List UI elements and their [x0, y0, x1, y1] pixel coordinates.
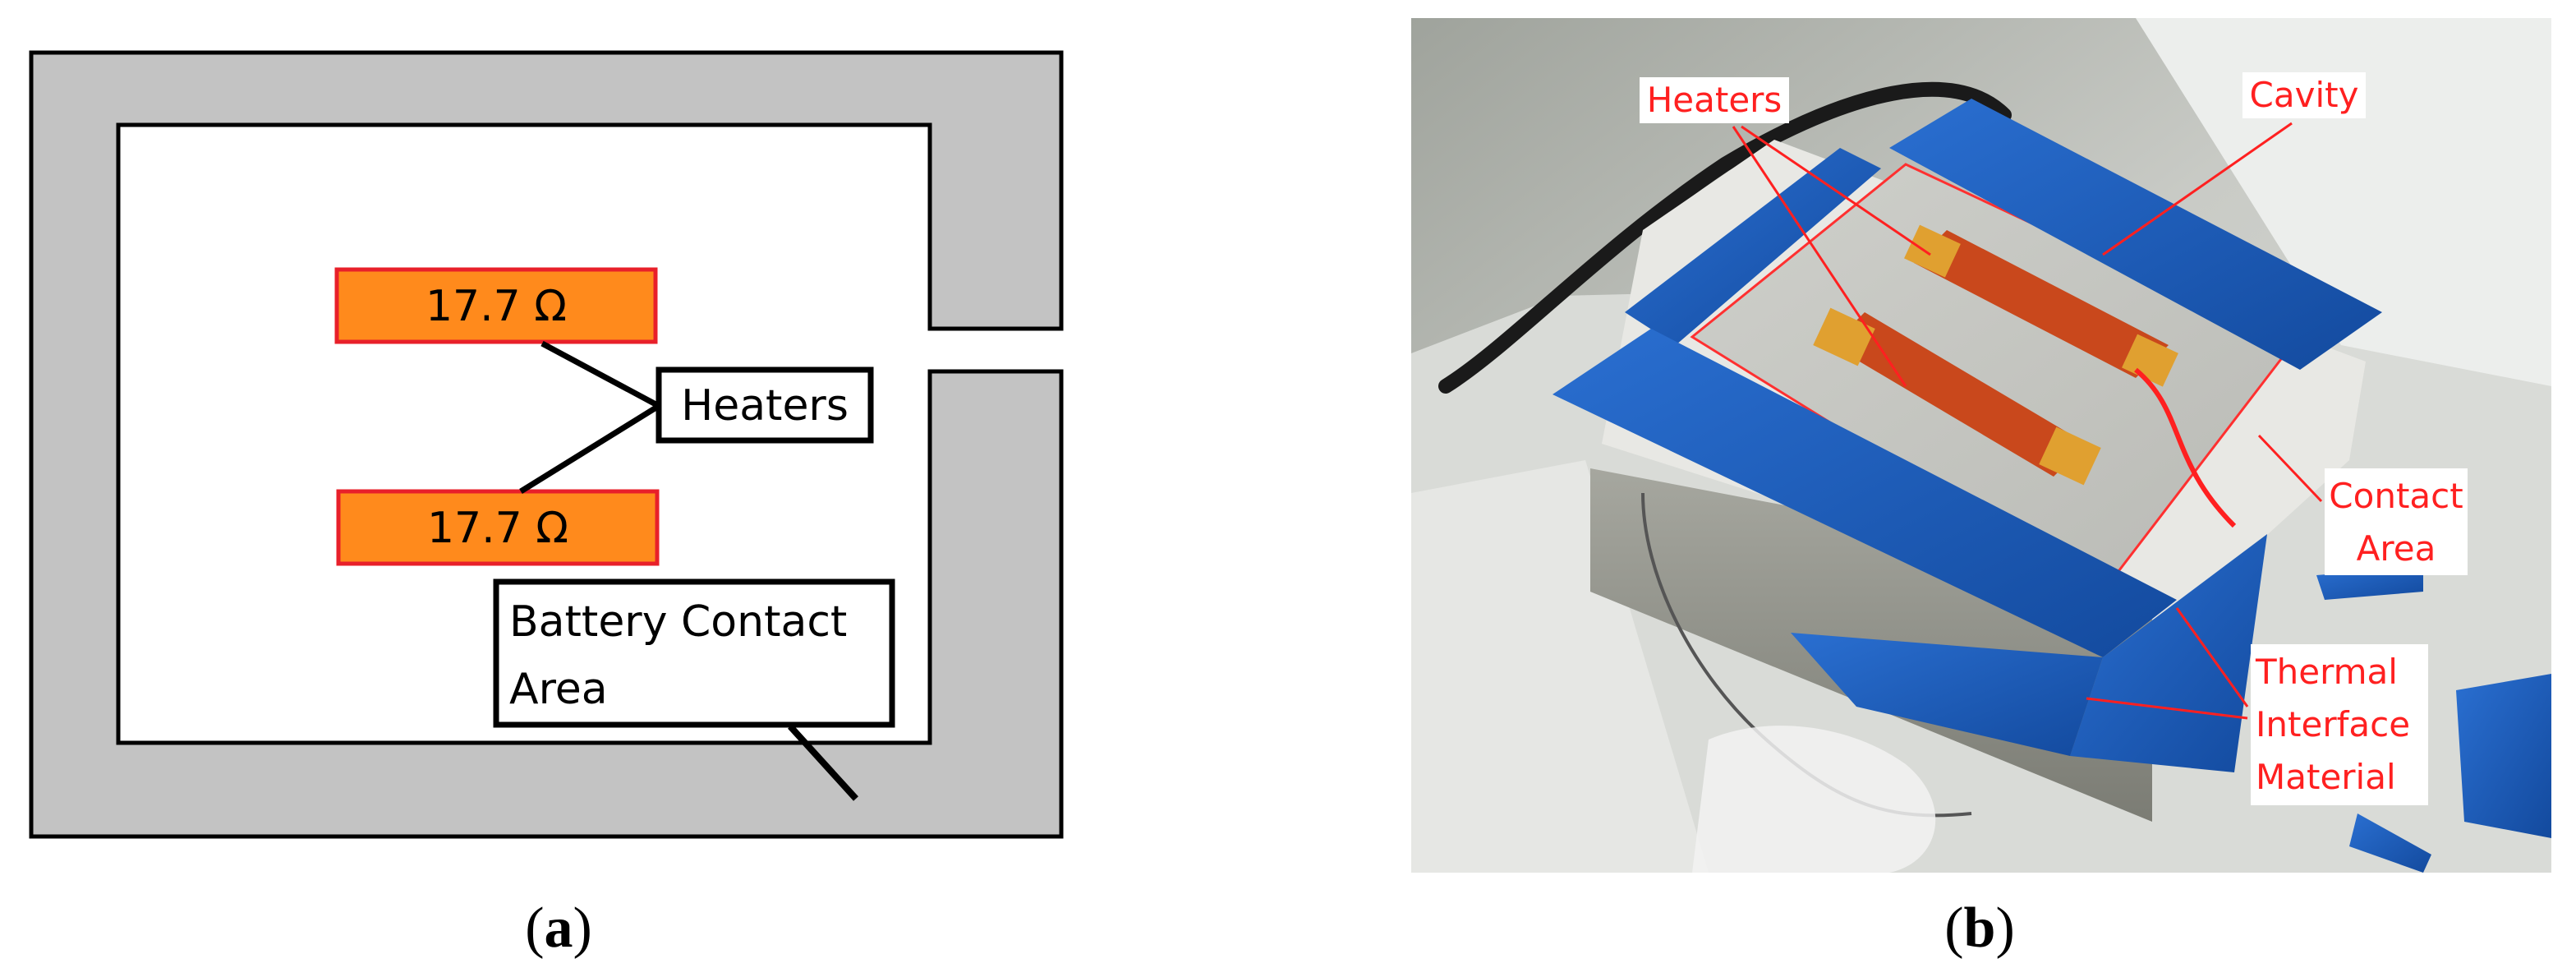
photo-cavity-label-box [2242, 72, 2366, 118]
photo-contact-label-box [2325, 468, 2468, 575]
photo-contact-leader [2257, 434, 2323, 503]
photo-heaters-label: Heaters [1647, 80, 1782, 120]
heater-strip-2 [1813, 307, 2101, 486]
loose-pad-2 [2456, 674, 2551, 838]
caption-b: (b) [1944, 896, 2015, 960]
battery-label-line2: Area [509, 665, 608, 714]
cloth-area [2136, 18, 2551, 386]
photo-cavity-leader [2102, 122, 2293, 256]
svg-text:(b): (b) [1944, 896, 2015, 960]
heaters-label-box [656, 366, 874, 444]
photo-tim-line2: Interface [2256, 704, 2410, 744]
battery-label-box [493, 578, 895, 728]
tim-pad-top [1889, 99, 2382, 370]
photo-heaters-leader-1 [1741, 125, 1931, 256]
heater-top [334, 267, 658, 344]
svg-text:(a): (a) [525, 896, 592, 960]
heater-wire [2134, 367, 2237, 528]
tim-pad-bottom [2070, 534, 2267, 772]
caption-b-close: ) [1995, 896, 2014, 960]
photo-contact-line2: Area [2357, 528, 2436, 569]
heater-strip-1 [1904, 224, 2178, 387]
caption-b-letter: b [1964, 896, 1996, 960]
photo-tim-label-box [2251, 644, 2428, 805]
tim-pad-front [1791, 633, 2103, 756]
panel-b-photo: Heaters Cavity Contact Area Thermal Inte… [1411, 18, 2551, 873]
photo-contact-line1: Contact [2329, 476, 2463, 516]
black-cable [1438, 81, 2012, 394]
heaters-label: Heaters [681, 381, 849, 431]
caption-a: (a) [525, 896, 592, 960]
photo-tim-line1: Thermal [2255, 652, 2398, 692]
heater-top-value: 17.7 Ω [426, 282, 567, 331]
tim-pad-left [1552, 329, 2177, 657]
battery-label-line1: Battery Contact [509, 597, 847, 647]
photo-heaters-label-box [1640, 77, 1789, 123]
photo-tim-line3: Material [2256, 757, 2396, 797]
tim-pad-top-left [1625, 148, 1881, 345]
tile-area [1411, 460, 1709, 873]
caption-a-close: ) [573, 896, 592, 960]
plastic-bag [1692, 726, 1936, 873]
heater-bottom [336, 489, 660, 566]
contact-area-frame [29, 50, 1064, 839]
heater-top-leader [540, 340, 660, 409]
caption-b-open: ( [1944, 896, 1963, 960]
loose-pad-3 [2349, 813, 2431, 873]
battery-label-leader [788, 724, 858, 801]
caption-a-letter: a [545, 896, 573, 960]
photo-tim-leader-2 [2086, 697, 2248, 720]
heater-bottom-value: 17.7 Ω [427, 504, 568, 553]
caption-a-open: ( [525, 896, 544, 960]
photo-cavity-label: Cavity [2250, 75, 2359, 115]
panel-a-schematic: 17.7 Ω 17.7 Ω Heaters Battery Contact Ar… [29, 50, 1064, 839]
photo-heaters-leader-2 [1732, 126, 1907, 387]
heater-bottom-leader [519, 403, 660, 494]
photo-tim-leader-1 [2175, 607, 2249, 707]
